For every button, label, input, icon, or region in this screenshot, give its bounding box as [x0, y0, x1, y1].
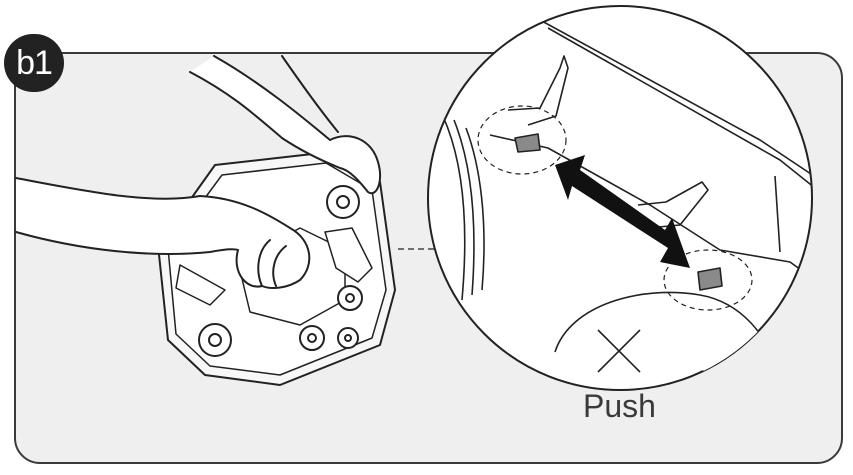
zoom-detail — [427, 5, 813, 391]
step-badge: b1 — [4, 34, 64, 92]
hands-icon — [15, 55, 382, 289]
latch-arrow-icon — [555, 155, 690, 268]
push-label: Push — [583, 388, 656, 424]
